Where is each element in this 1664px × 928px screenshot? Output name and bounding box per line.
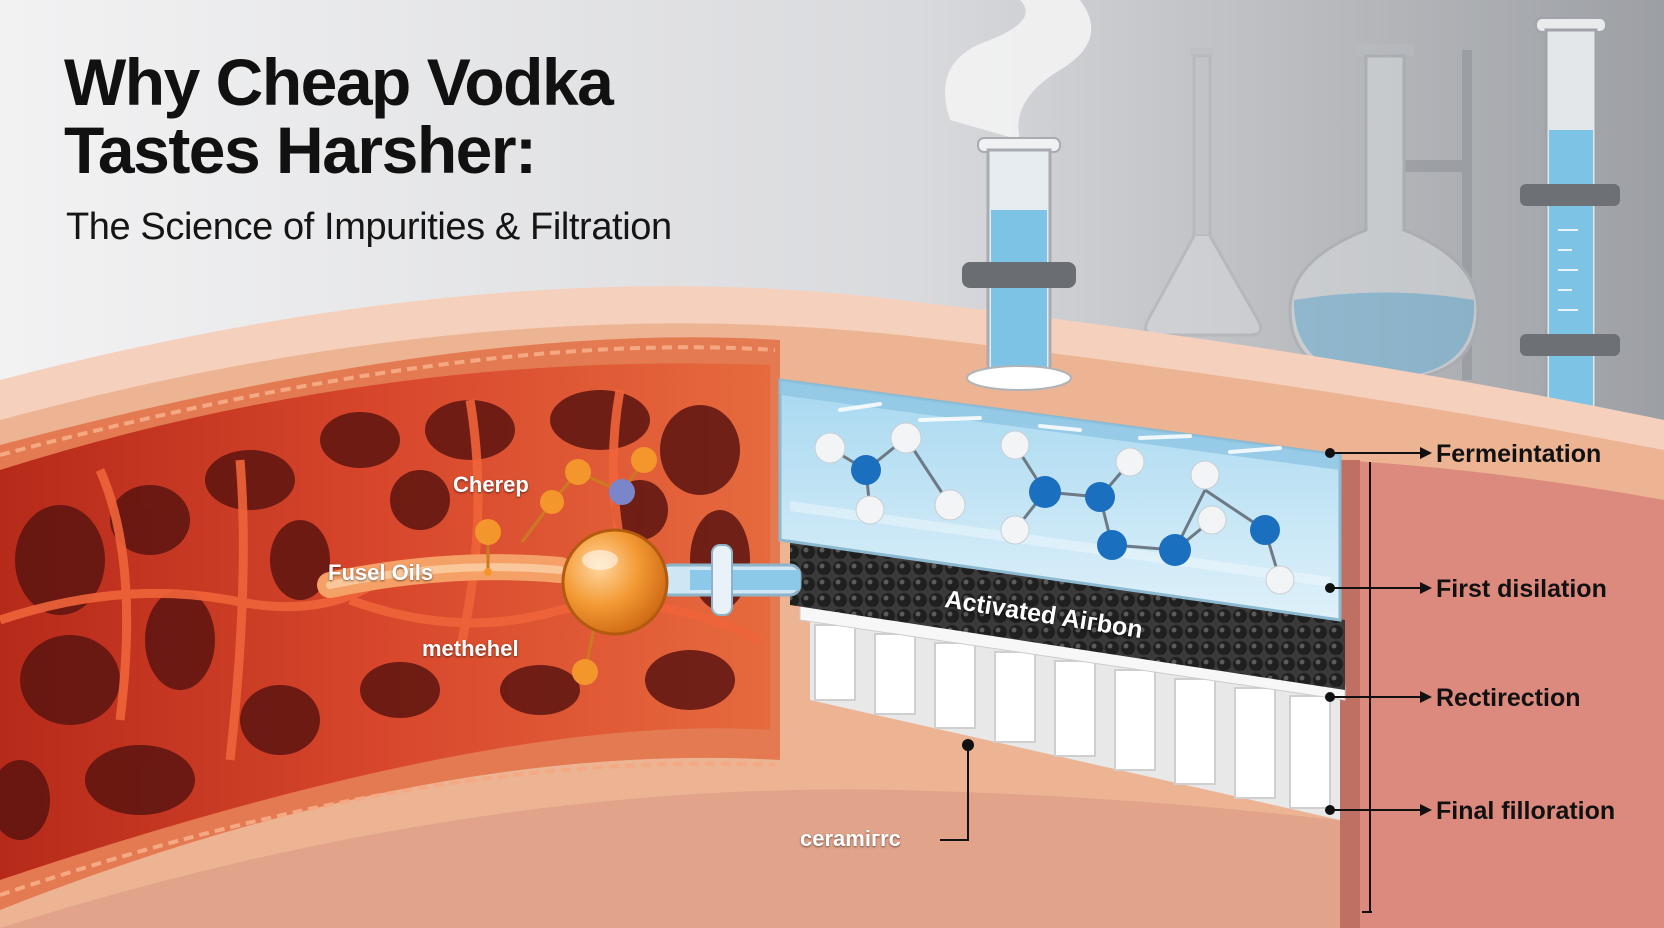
title-line-2: Tastes Harsher: bbox=[64, 113, 537, 187]
stage-label-final-filtration: Final filloration bbox=[1436, 797, 1616, 825]
activated-carbon-layer bbox=[790, 540, 1345, 690]
stage-label-fermentation: Fermeintation bbox=[1436, 440, 1602, 468]
label-cherep: Cherep bbox=[453, 472, 529, 497]
stage-label-rectification: Rectirection bbox=[1436, 684, 1581, 712]
stage-bracket bbox=[940, 452, 1420, 913]
page-title: Why Cheap Vodka Tastes Harsher: bbox=[64, 45, 614, 187]
stage-label-first-distillation: First disilation bbox=[1436, 575, 1607, 603]
graduated-cylinder bbox=[1520, 17, 1620, 422]
test-tube bbox=[945, 0, 1092, 391]
label-methehel: methehel bbox=[422, 636, 519, 661]
filtration-block bbox=[778, 378, 1346, 820]
label-fusel-oils: Fusel Oils bbox=[328, 560, 434, 585]
impurity-molecules bbox=[475, 447, 802, 685]
water-molecules bbox=[814, 422, 1295, 595]
ceramic-filter bbox=[799, 604, 1346, 820]
title-line-1: Why Cheap Vodka bbox=[64, 45, 614, 119]
page-subtitle: The Science of Impurities & Filtration bbox=[66, 206, 672, 248]
background-glassware bbox=[1144, 44, 1480, 382]
tissue-cells bbox=[0, 389, 763, 840]
label-ceramic: ceramiгrc bbox=[800, 826, 901, 851]
